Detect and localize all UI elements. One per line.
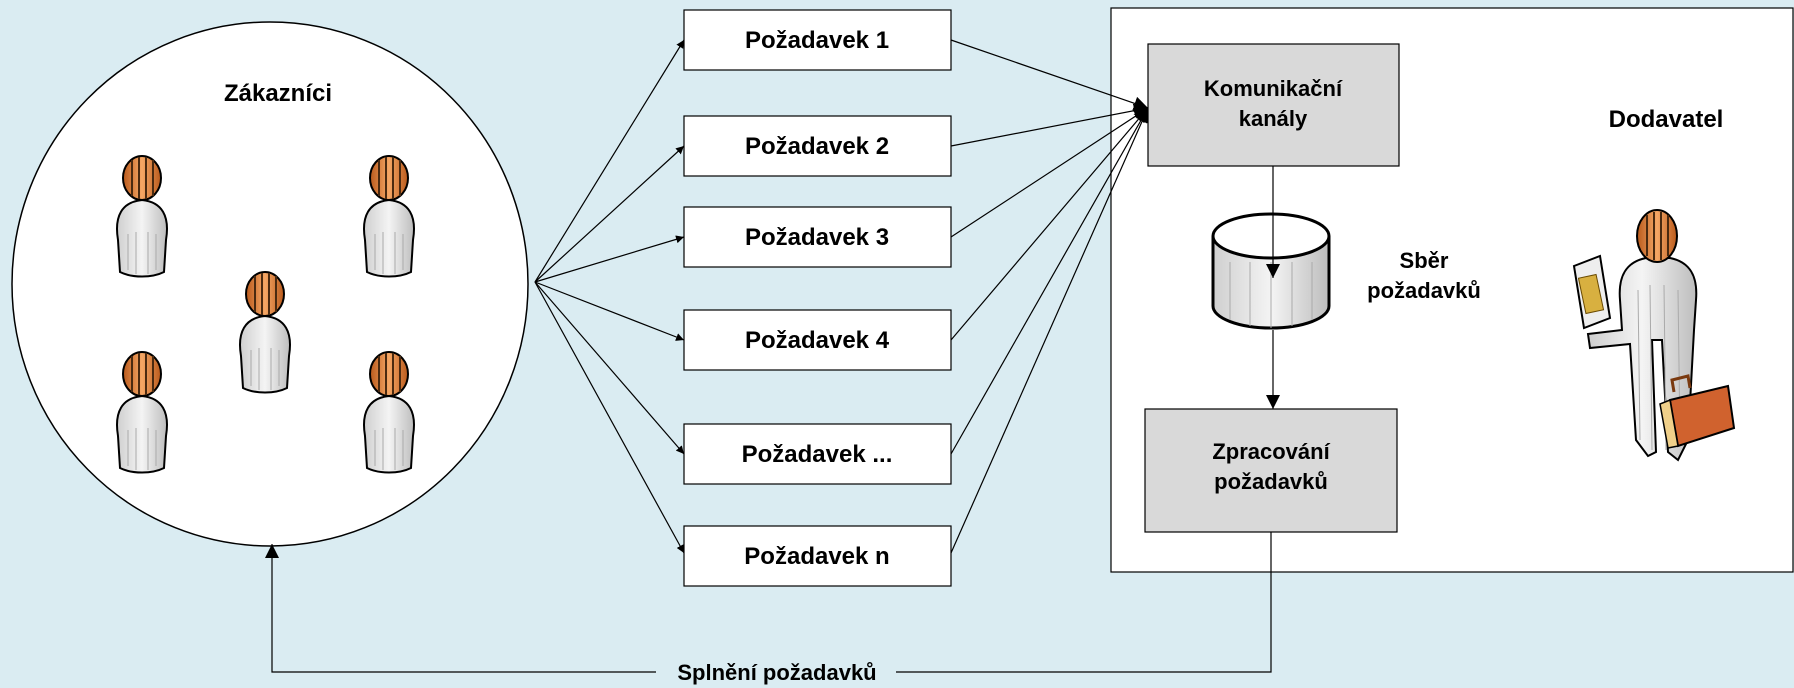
request-to-channel-arrows	[950, 39, 1149, 554]
request-box	[683, 206, 952, 268]
request-box	[683, 423, 952, 485]
processing-label-line2: požadavků	[1214, 469, 1328, 494]
supplier-person-icon	[1572, 209, 1736, 462]
request-label: Požadavek 3	[745, 224, 889, 251]
customer-person-icon	[116, 155, 168, 278]
collection-label-line2: požadavků	[1367, 278, 1481, 303]
customers-title: Zákazníci	[224, 80, 332, 107]
request-box	[683, 525, 952, 587]
supplier-title: Dodavatel	[1609, 106, 1724, 133]
request-label: Požadavek ...	[742, 441, 893, 468]
channels-box	[1147, 43, 1400, 167]
request-label: Požadavek 2	[745, 133, 889, 160]
request-box	[683, 9, 952, 71]
request-label: Požadavek 1	[745, 27, 889, 54]
request-box	[683, 115, 952, 177]
customer-person-icon	[363, 351, 415, 474]
request-label: Požadavek 4	[745, 327, 890, 354]
customer-to-request-arrows	[534, 39, 685, 554]
channels-label-line2: kanály	[1239, 106, 1308, 131]
customer-person-icon	[363, 155, 415, 278]
request-label: Požadavek n	[744, 543, 889, 570]
processing-label-line1: Zpracování	[1212, 439, 1330, 464]
request-box	[683, 309, 952, 371]
collection-label-line1: Sběr	[1400, 248, 1449, 273]
fulfillment-label-bg	[656, 656, 896, 686]
channels-label-line1: Komunikační	[1204, 76, 1343, 101]
fulfillment-label: Splnění požadavků	[677, 660, 876, 685]
customer-person-icon	[239, 271, 291, 394]
database-icon	[1211, 212, 1331, 330]
request-boxes: Požadavek 1 Požadavek 2 Požadavek 3 Poža…	[683, 9, 952, 587]
customer-person-icon	[116, 351, 168, 474]
